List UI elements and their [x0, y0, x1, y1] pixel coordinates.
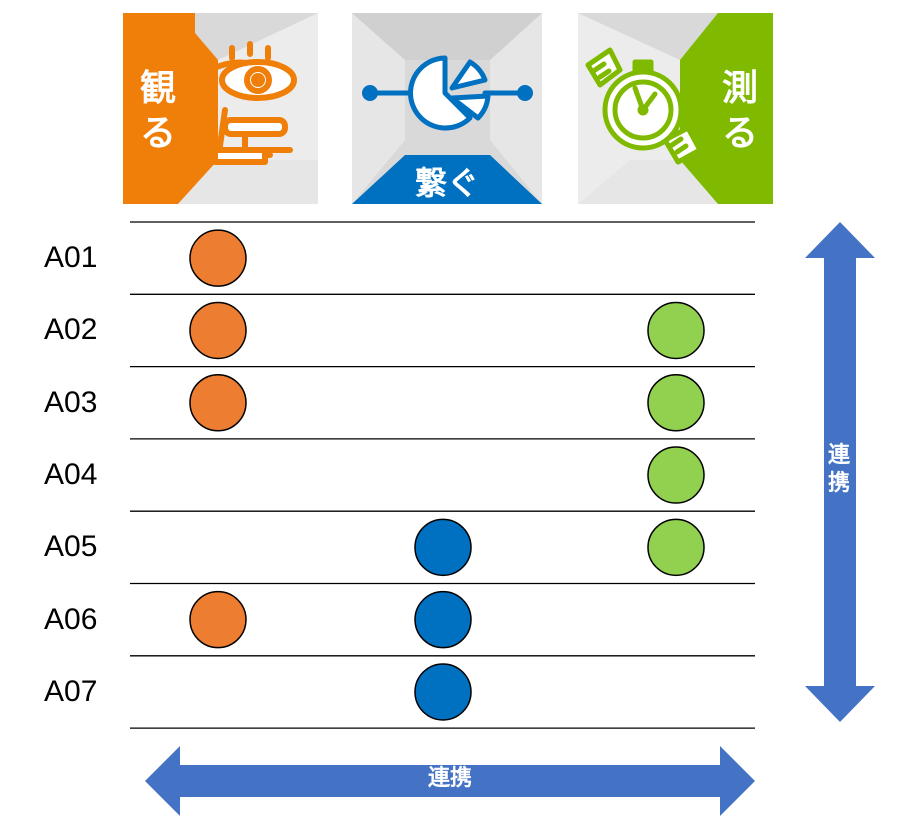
horizontal-double-arrow	[145, 746, 755, 816]
dot-miru	[189, 374, 247, 432]
hakaru-label-top: 測	[722, 68, 758, 109]
dot-tsunagu	[414, 663, 472, 721]
dot-miru	[189, 590, 247, 649]
dot-hakaru	[647, 446, 705, 504]
hakaru-tab-shape	[718, 13, 773, 204]
dot-hakaru	[647, 374, 705, 432]
miru-label-top: 観	[140, 68, 176, 109]
vertical-double-arrow	[805, 222, 875, 722]
tsunagu-tab-shape	[352, 155, 542, 204]
row-label: A07	[44, 674, 98, 708]
row-label: A02	[44, 313, 98, 347]
panel-tsunagu: 繋ぐ	[352, 13, 542, 204]
row-label: A06	[44, 602, 98, 636]
row-label: A03	[44, 385, 98, 419]
dot-tsunagu	[414, 590, 472, 649]
row-label: A05	[44, 530, 98, 564]
hakaru-label-bottom: る	[722, 113, 758, 154]
dot-miru	[189, 301, 247, 360]
panel-miru: 観 る	[123, 13, 318, 204]
dot-hakaru	[647, 518, 705, 577]
horizontal-arrow-label: 連携	[427, 766, 472, 791]
dot-hakaru	[647, 301, 705, 360]
network-pie-icon	[362, 55, 533, 131]
dot-tsunagu	[414, 518, 472, 577]
tsunagu-label: 繋ぐ	[415, 164, 479, 202]
row-label: A01	[44, 241, 98, 275]
stopwatch-icon	[585, 47, 703, 165]
vertical-arrow-label: 連携	[827, 443, 850, 496]
dot-miru	[189, 229, 247, 287]
miru-label-bottom: る	[140, 113, 176, 154]
microscope-eye-icon	[206, 41, 297, 165]
row-label: A04	[44, 458, 98, 492]
panel-hakaru: 測 る	[578, 13, 773, 204]
